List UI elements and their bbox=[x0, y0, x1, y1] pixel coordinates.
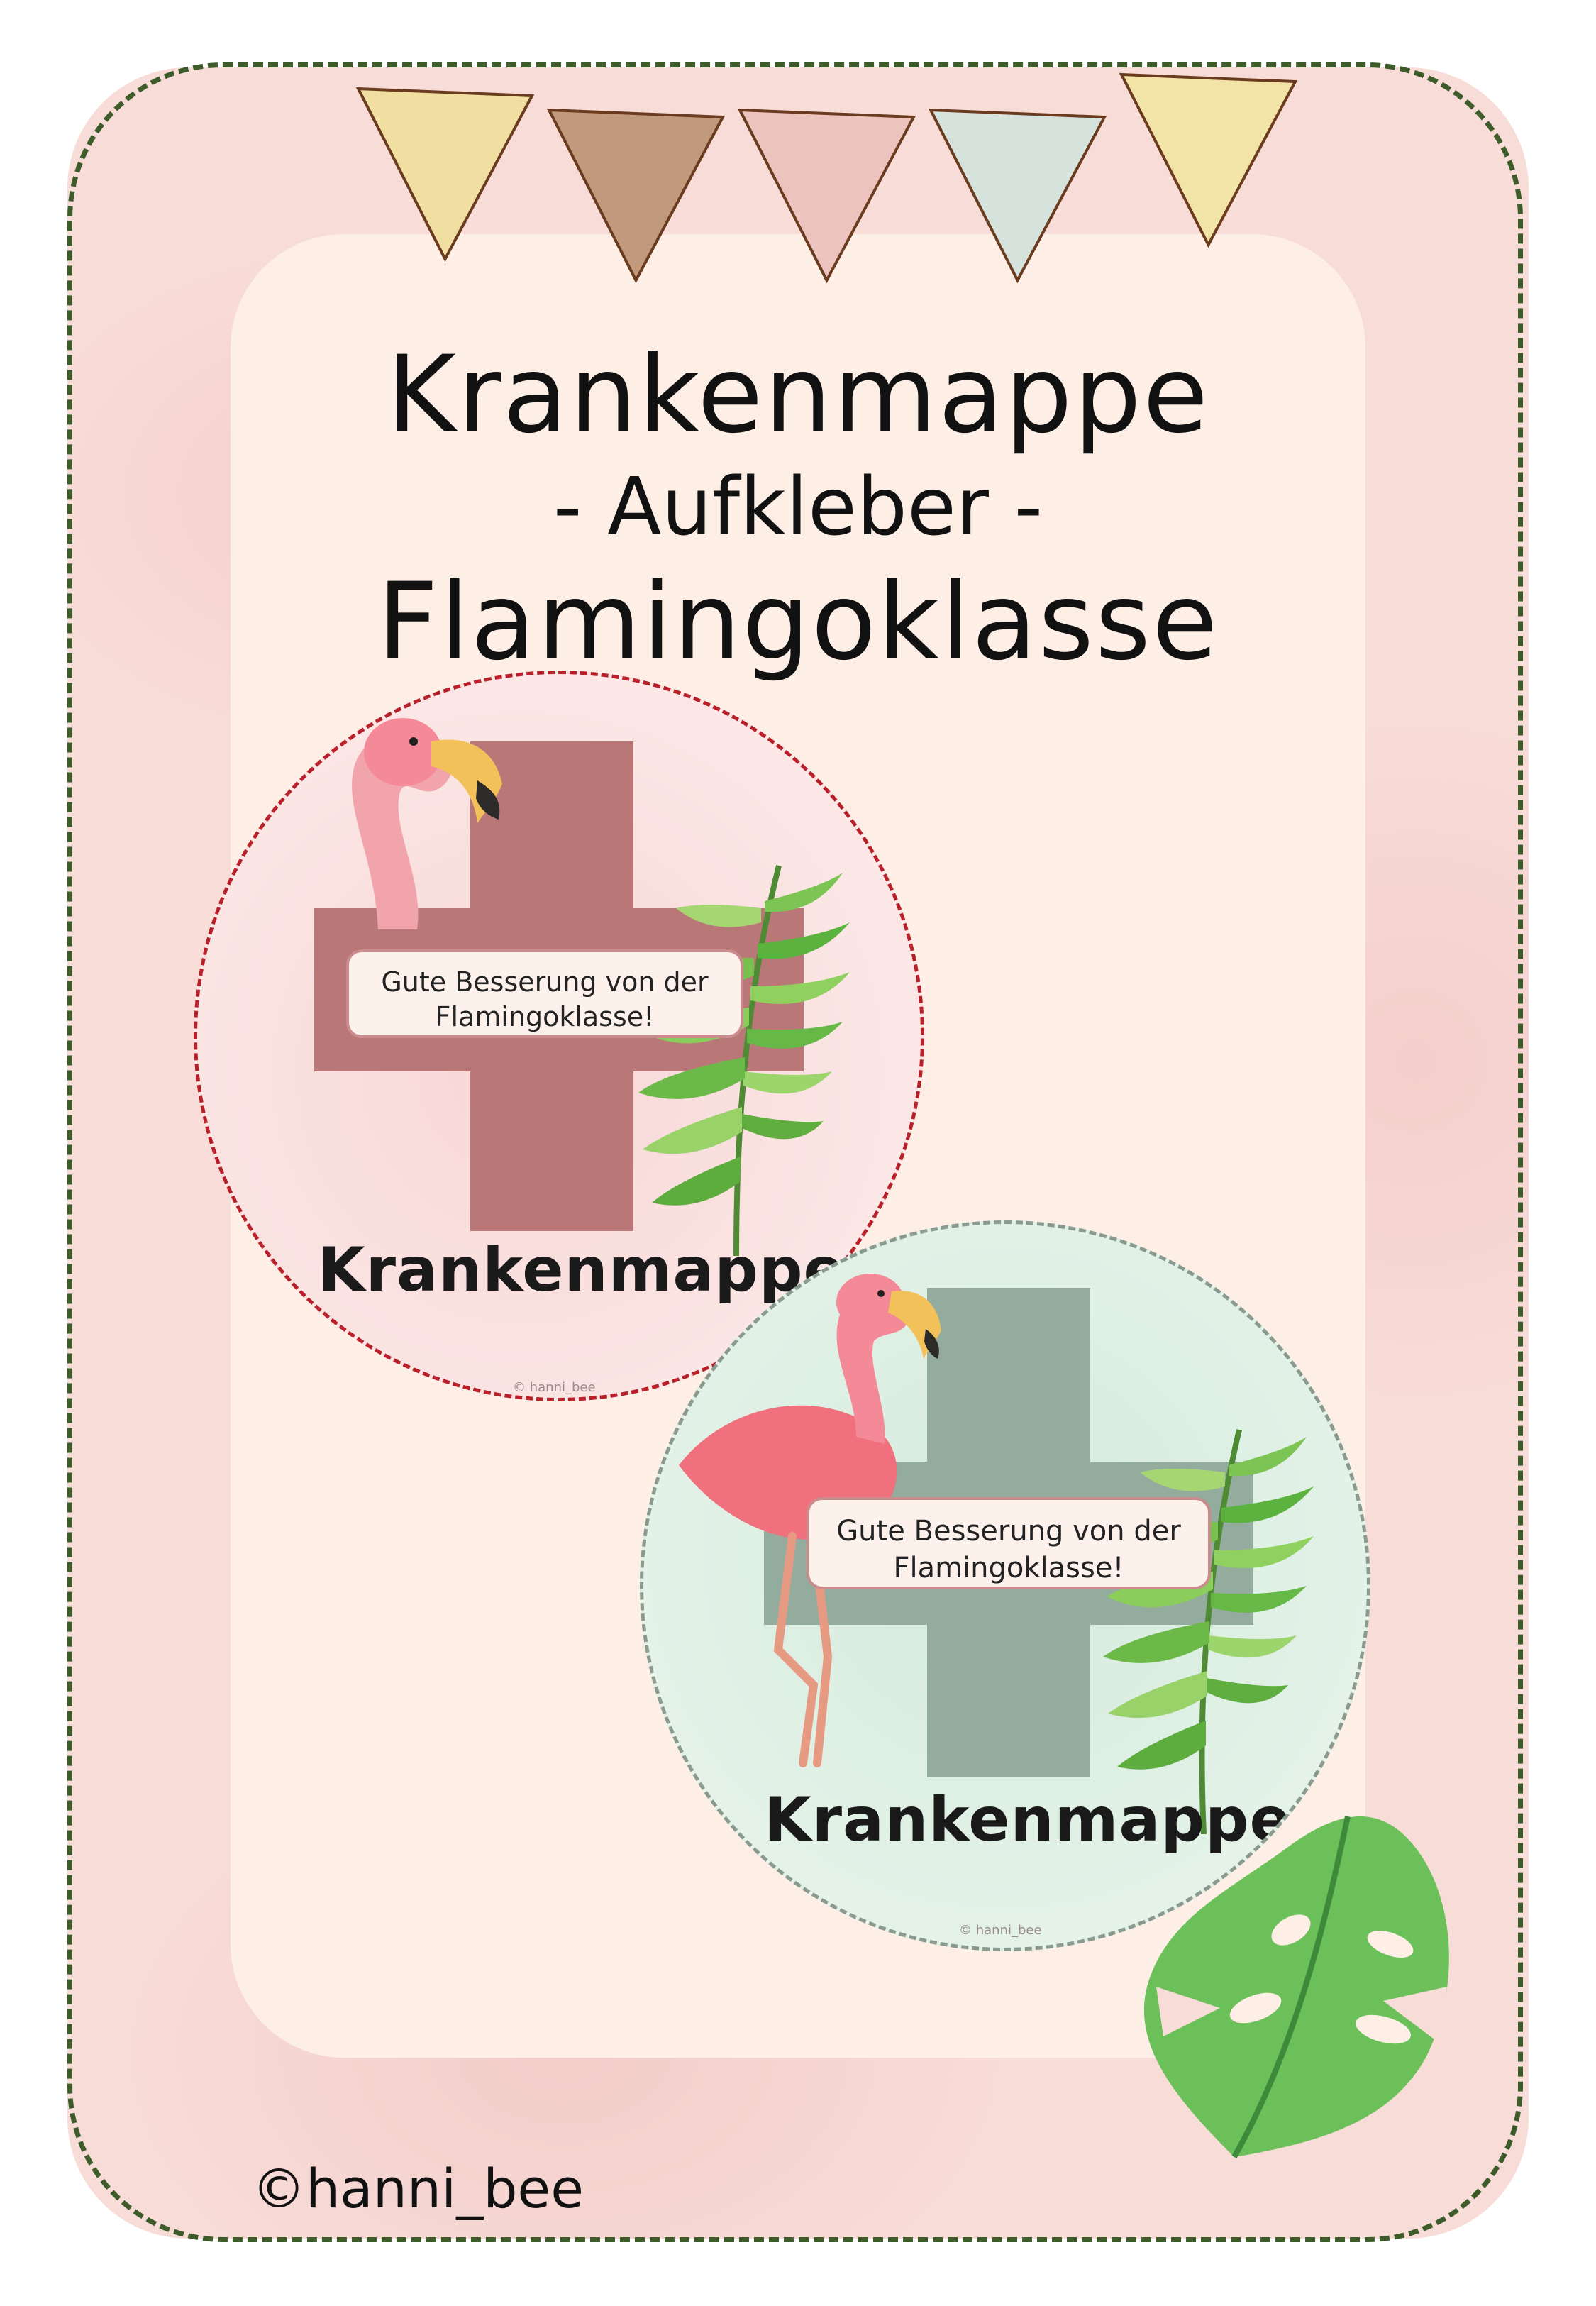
message-line: Flamingoklasse! bbox=[893, 1552, 1124, 1584]
page-class-name: Flamingoklasse bbox=[377, 561, 1219, 684]
bunting-flag bbox=[1119, 72, 1298, 248]
get-well-message: Gute Besserung von der Flamingoklasse! bbox=[346, 949, 743, 1038]
bunting-flag bbox=[355, 87, 535, 263]
get-well-message: Gute Besserung von der Flamingoklasse! bbox=[807, 1497, 1211, 1589]
monstera-leaf-icon bbox=[1143, 1816, 1449, 2158]
flamingo-icon bbox=[352, 718, 502, 929]
message-line: Gute Besserung von der bbox=[836, 1515, 1181, 1548]
bunting-flag bbox=[737, 108, 916, 284]
sticker-green: Gute Besserung von der Flamingoklasse! K… bbox=[640, 1220, 1370, 1951]
dashed-frame bbox=[67, 62, 1523, 2242]
bunting-icon bbox=[355, 72, 1298, 284]
sticker-watermark: © hanni_bee bbox=[959, 1923, 1042, 1938]
bunting-flag bbox=[546, 108, 726, 284]
message-line: Flamingoklasse! bbox=[435, 1001, 655, 1033]
page-title: Krankenmappe bbox=[386, 333, 1210, 457]
sticker-label: Krankenmappe bbox=[764, 1784, 1292, 1855]
copyright-credit: ©hanni_bee bbox=[252, 2157, 584, 2220]
sticker-pink: Gute Besserung von der Flamingoklasse! K… bbox=[194, 671, 924, 1401]
message-line: Gute Besserung von der bbox=[381, 966, 709, 998]
sticker-label: Krankenmappe bbox=[318, 1235, 846, 1306]
bunting-flag bbox=[928, 108, 1107, 284]
page-subtitle: - Aufkleber - bbox=[553, 461, 1043, 553]
sticker-watermark: © hanni_bee bbox=[513, 1380, 596, 1395]
